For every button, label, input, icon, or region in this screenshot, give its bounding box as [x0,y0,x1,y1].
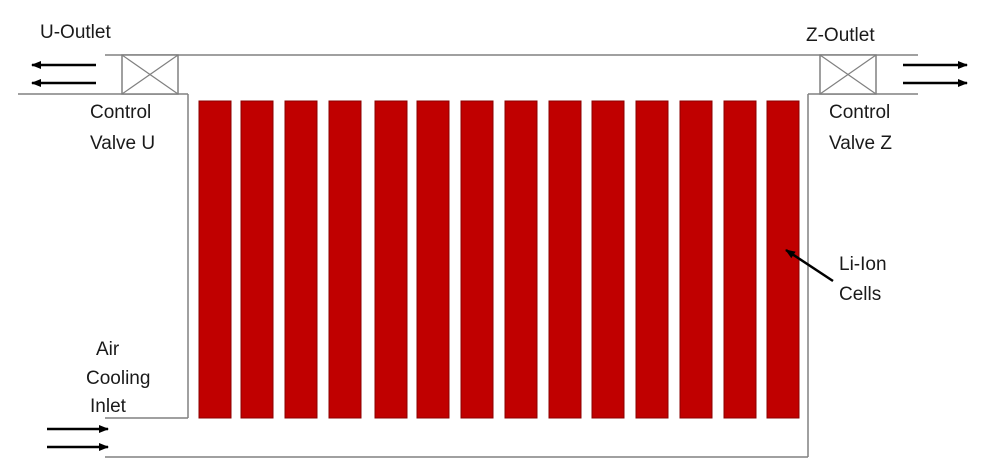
li-ion-cell [591,100,625,419]
valve-u-label-line2: Valve U [90,133,155,154]
cells-pointer-arrow [785,248,834,283]
li-ion-cell [374,100,408,419]
valve-u [121,54,179,95]
li-ion-cell [328,100,362,419]
cells-label-line1: Li-Ion [839,254,887,275]
li-ion-cell [766,100,800,419]
li-ion-cells [198,100,800,419]
li-ion-cell [635,100,669,419]
inlet-label-line1: Air [96,339,120,360]
li-ion-cell [548,100,582,419]
valve-u-label-line1: Control [90,102,151,123]
cells-label-line2: Cells [839,284,881,305]
li-ion-cell [284,100,318,419]
li-ion-cell [679,100,713,419]
li-ion-cell [723,100,757,419]
z-outlet-label: Z-Outlet [806,25,875,46]
li-ion-cell [240,100,274,419]
inlet-label-line2: Cooling [86,368,150,389]
valve-z-label-line1: Control [829,102,890,123]
flow-arrows [31,61,968,451]
u-outlet-label: U-Outlet [40,22,111,43]
li-ion-cell [198,100,232,419]
valve-z-label-line2: Valve Z [829,133,892,154]
li-ion-cell [504,100,538,419]
valve-z [819,54,877,95]
li-ion-cell [460,100,494,419]
inlet-label-line3: Inlet [90,396,127,417]
duct-outline [18,54,918,458]
li-ion-cell [416,100,450,419]
